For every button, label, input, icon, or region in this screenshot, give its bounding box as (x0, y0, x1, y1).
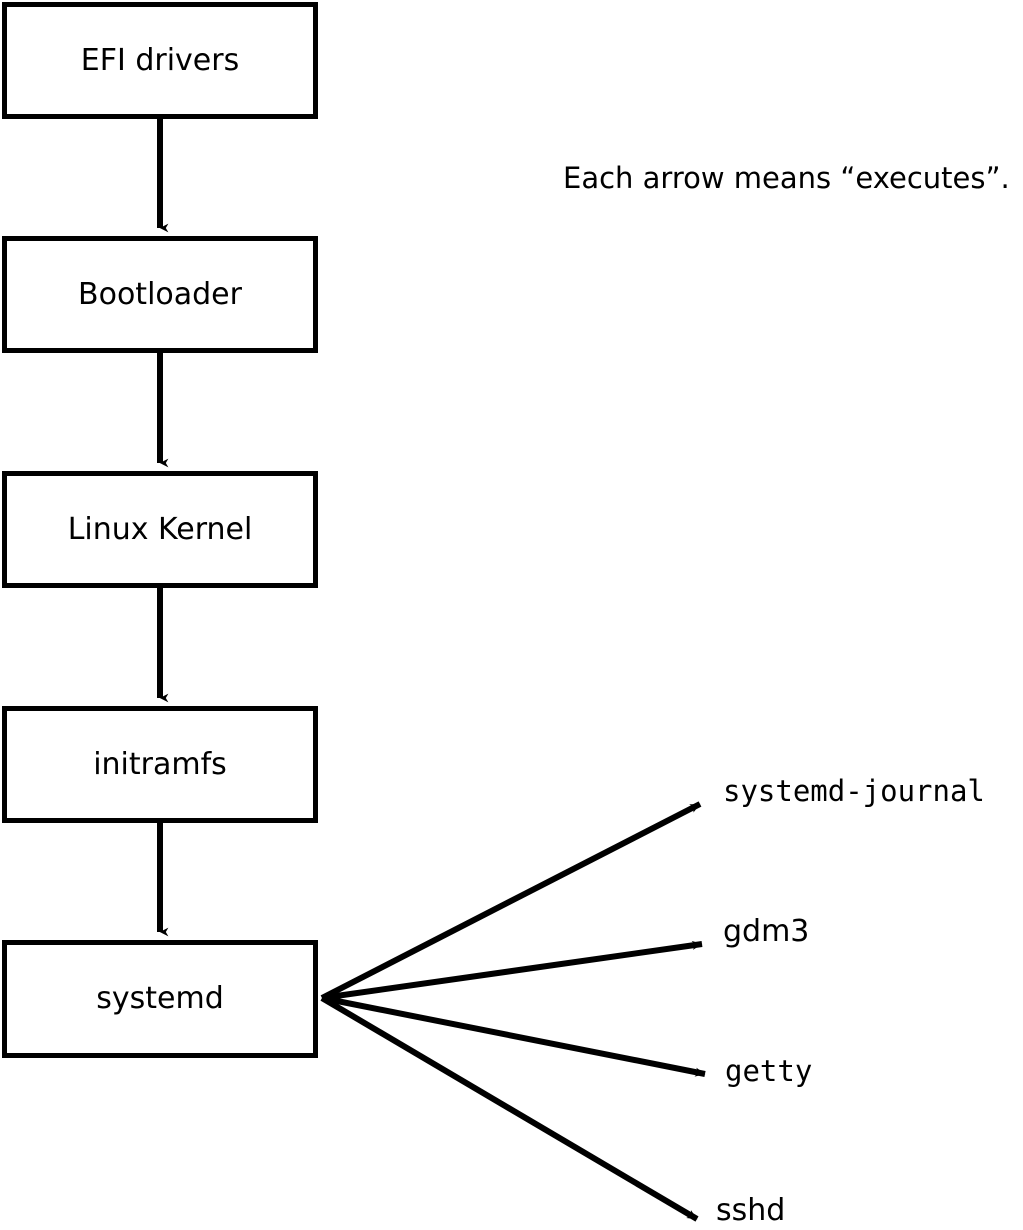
node-linux-kernel-label: Linux Kernel (67, 511, 253, 547)
node-initramfs[interactable]: initramfs (2, 706, 318, 823)
node-linux-kernel[interactable]: Linux Kernel (2, 471, 318, 588)
leaf-label-systemd-journal: systemd-journal (723, 774, 985, 808)
fanout-arrow-sshd (320, 995, 699, 1222)
node-bootloader-label: Bootloader (78, 276, 242, 312)
node-bootloader[interactable]: Bootloader (2, 236, 318, 353)
fanout-arrow-gdm3 (321, 940, 703, 1001)
node-efi-drivers[interactable]: EFI drivers (2, 2, 318, 119)
node-systemd-label: systemd (96, 981, 224, 1016)
diagram-caption: Each arrow means “executes”. (563, 161, 1010, 195)
leaf-label-gdm3: gdm3 (723, 914, 810, 949)
node-initramfs-label: initramfs (93, 746, 227, 782)
fanout-arrow-systemd-journal (320, 801, 702, 1001)
node-systemd[interactable]: systemd (2, 940, 318, 1058)
leaf-label-getty: getty (725, 1054, 813, 1088)
fanout-arrow-getty (321, 995, 706, 1077)
node-efi-drivers-label: EFI drivers (80, 42, 240, 78)
leaf-label-sshd: sshd (716, 1193, 786, 1228)
